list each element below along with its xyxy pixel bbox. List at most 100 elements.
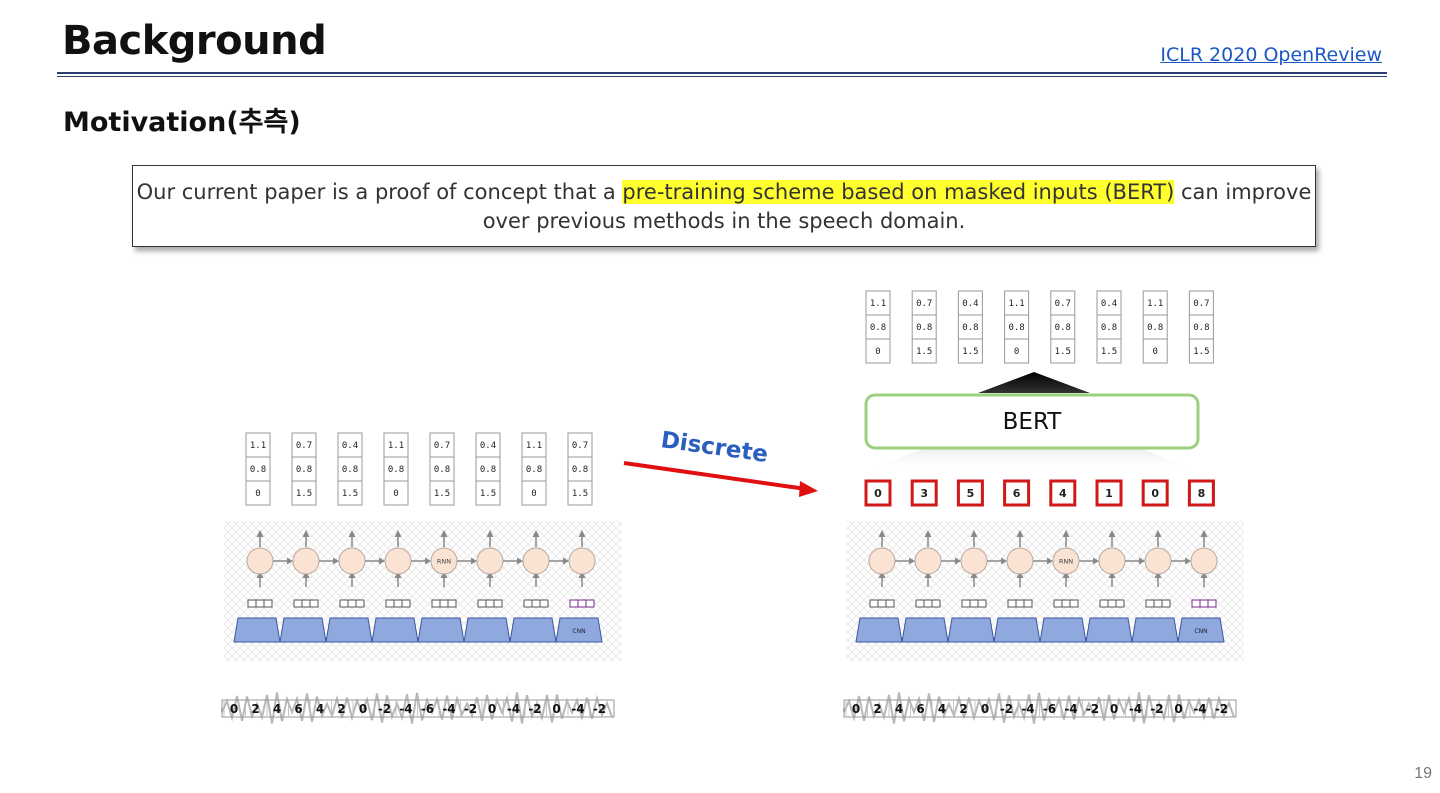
cnn-block: [993, 617, 1041, 643]
vector-cell: [1142, 314, 1168, 340]
bert-block: [864, 393, 1200, 450]
rnn-node: [1052, 547, 1080, 575]
waveform-sample: -2: [593, 702, 606, 716]
page-number: 19: [1414, 765, 1432, 782]
rnn-node: [1098, 547, 1126, 575]
waveform-sample: -6: [1043, 702, 1056, 716]
output-arrowhead: [1016, 530, 1024, 537]
recurrent-arrowhead: [471, 557, 477, 565]
discrete-token-value: 0: [874, 487, 882, 500]
vector-cell-value: 1.5: [962, 347, 978, 357]
slide-title: Background: [62, 18, 327, 64]
vector-cell: [245, 456, 271, 482]
output-arrowhead: [1062, 530, 1070, 537]
waveform-sample: 0: [230, 702, 238, 716]
vector-cell-value: 0.8: [962, 323, 978, 333]
cnn-block: [1085, 617, 1133, 643]
vector-cell-value: 1.5: [1101, 347, 1117, 357]
waveform-sample: 0: [1174, 702, 1182, 716]
rnn-node: [960, 547, 988, 575]
vector-cell: [1096, 338, 1122, 364]
reference-link[interactable]: ICLR 2020 OpenReview: [1160, 44, 1382, 66]
rnn-node: [868, 547, 896, 575]
waveform-sample: -4: [507, 702, 520, 716]
waveform-sample: -2: [1000, 702, 1013, 716]
rnn-node: [430, 547, 458, 575]
feature-box: [477, 599, 503, 608]
waveform-sample: -2: [1086, 702, 1099, 716]
waveform-sample: -4: [399, 702, 412, 716]
vector-cell: [337, 432, 363, 458]
rnn-label: RNN: [437, 558, 451, 566]
waveform-sample: -6: [421, 702, 434, 716]
vector-cell-value: 1.5: [1055, 347, 1071, 357]
feature-box: [1099, 599, 1125, 608]
waveform-sample: -4: [442, 702, 455, 716]
feature-vector: 0.40.81.5: [337, 432, 363, 506]
vector-cell: [245, 480, 271, 506]
recurrent-arrowhead: [1139, 557, 1145, 565]
feature-box: [1053, 599, 1079, 608]
waveform-sample: 0: [981, 702, 989, 716]
vector-cell-value: 0: [875, 347, 880, 357]
waveform-sample: 0: [552, 702, 560, 716]
bert-group: BERT: [864, 372, 1200, 470]
waveform-sample: -4: [1129, 702, 1142, 716]
vector-cell: [429, 480, 455, 506]
vector-cell-value: 0.4: [1101, 299, 1117, 309]
waveform-sample: -2: [1150, 702, 1163, 716]
vector-cell: [383, 432, 409, 458]
feature-vector: 1.10.80: [245, 432, 271, 506]
feature-vector: 1.1 0.8 0: [865, 290, 891, 364]
recurrent-arrowhead: [1047, 557, 1053, 565]
vector-cell-value: 1.5: [480, 489, 496, 499]
output-arrowhead: [302, 530, 310, 537]
vector-cell-value: 0.8: [1147, 323, 1163, 333]
feature-box: [431, 599, 457, 608]
vector-cell: [911, 338, 937, 364]
vector-cell-value: 0.8: [342, 465, 358, 475]
discrete-label: Discrete: [659, 427, 769, 468]
rnn-label: RNN: [1059, 558, 1073, 566]
vector-cell-value: 0.7: [572, 441, 588, 451]
recurrent-arrowhead: [955, 557, 961, 565]
feature-vector: 1.10.80: [1142, 290, 1168, 364]
feature-box: [523, 599, 549, 608]
vector-cell: [567, 432, 593, 458]
waveform-sample: -4: [1064, 702, 1077, 716]
discrete-token-value: 6: [1013, 487, 1021, 500]
quote-box: Our current paper is a proof of concept …: [132, 165, 1316, 247]
discrete-token: [956, 479, 984, 507]
rnn-node: [914, 547, 942, 575]
waveform-shape: [843, 692, 1235, 724]
waveform-shape: [221, 692, 613, 724]
vector-cell: [475, 480, 501, 506]
feature-vector: 1.10.80: [1004, 290, 1030, 364]
cnn-block: [901, 617, 949, 643]
recurrent-arrowhead: [379, 557, 385, 565]
vector-cell-value: 0.7: [1193, 299, 1209, 309]
output-arrowhead: [394, 530, 402, 537]
title-divider: [57, 72, 1387, 74]
vector-cell-value: 0.8: [434, 465, 450, 475]
cnn-block: [1177, 617, 1225, 643]
vector-cell-value: 0.8: [480, 465, 496, 475]
vector-cell-value: 0.8: [870, 323, 886, 333]
feature-box: [1145, 599, 1171, 608]
feature-vector: 1.10.80: [521, 432, 547, 506]
waveform-sample: -2: [378, 702, 391, 716]
cnn-block: [947, 617, 995, 643]
discrete-token-value: 8: [1198, 487, 1206, 500]
cnn-label: CNN: [1194, 628, 1207, 635]
vector-cell-value: 1.1: [870, 299, 886, 309]
cnn-block: [279, 617, 327, 643]
waveform-sample: -2: [464, 702, 477, 716]
bert-output-cap: [978, 372, 1090, 393]
rnn-node: [476, 547, 504, 575]
output-arrowhead: [1154, 530, 1162, 537]
output-arrowhead: [1108, 530, 1116, 537]
discrete-token: [910, 479, 938, 507]
